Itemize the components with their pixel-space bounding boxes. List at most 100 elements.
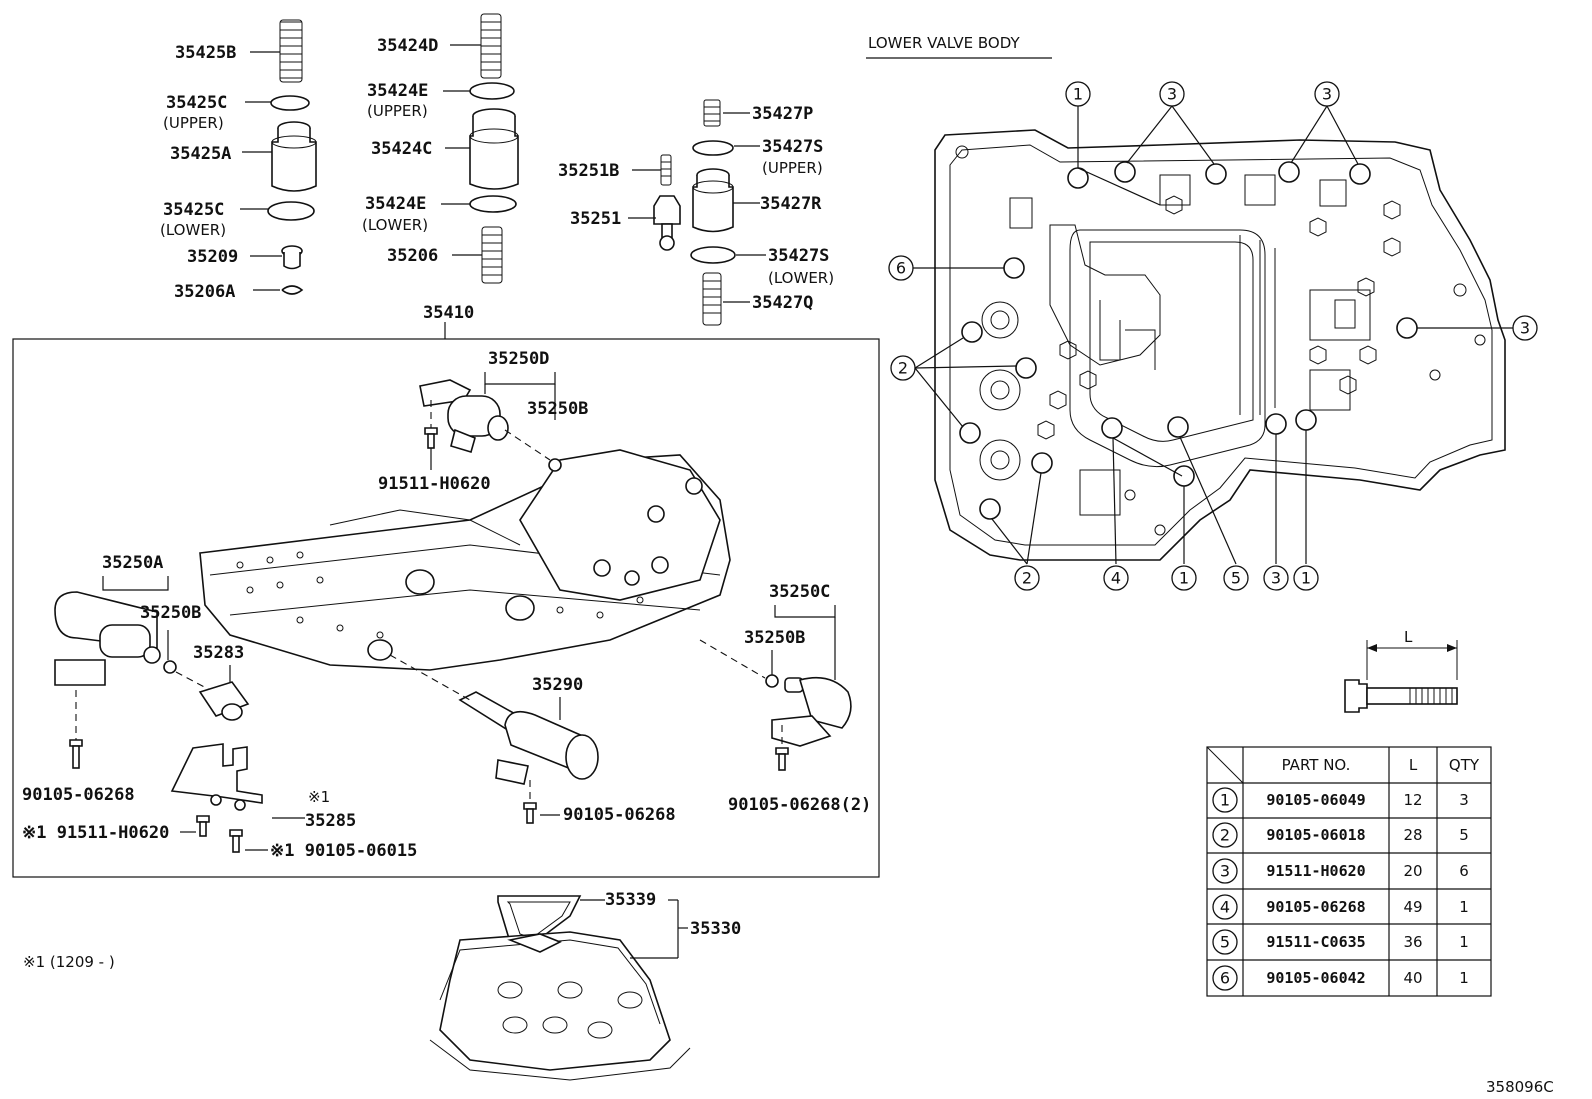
svg-text:90105-06042: 90105-06042 (1266, 969, 1365, 987)
spring-35251B (660, 154, 672, 186)
clip-35206A (281, 285, 304, 295)
valve-body-assembly (199, 449, 731, 671)
callout-bottom-4: 4 (1103, 565, 1129, 591)
svg-text:3: 3 (1322, 85, 1332, 104)
label-35424C: 35424C (371, 139, 432, 159)
valve-35251 (653, 195, 681, 251)
label-35425A: 35425A (170, 144, 231, 164)
spring-35427Q (702, 272, 722, 326)
bolt-90105-06268-b (523, 802, 537, 824)
label-35206: 35206 (387, 246, 438, 266)
label-35425C-upper: 35425C (166, 93, 227, 113)
bolt-90105-06268-c (775, 747, 789, 771)
callout-bottom-5: 5 (1223, 565, 1249, 591)
spring-35206 (481, 226, 503, 284)
label-35290: 35290 (532, 675, 583, 695)
o-ring-35427S-upper (692, 140, 734, 156)
svg-text:4: 4 (1220, 898, 1230, 917)
solenoid-35250C (771, 676, 852, 747)
spring-35427P (703, 99, 721, 127)
strainer-35330 (429, 931, 691, 1081)
svg-text:3: 3 (1520, 319, 1530, 338)
note-35425C-lower: (LOWER) (160, 221, 226, 239)
svg-text:5: 5 (1459, 826, 1469, 844)
svg-text:2: 2 (1022, 569, 1032, 588)
svg-text:1: 1 (1459, 969, 1469, 987)
label-35339: 35339 (605, 890, 656, 910)
label-35410: 35410 (423, 303, 474, 323)
bolt-91511-H0620-b (196, 815, 210, 837)
sleeve-35425A (271, 121, 317, 192)
part-group-35424: 35424D 35424E (UPPER) 35424C 35424E (LOW… (362, 13, 519, 284)
table-header-l: L (1409, 756, 1418, 774)
callout-bottom-1a: 1 (1171, 565, 1197, 591)
label-35251: 35251 (570, 209, 621, 229)
table-row: 5 91511-C0635 36 1 (1212, 929, 1469, 955)
callout-top-3b: 3 (1314, 81, 1340, 107)
svg-text:1: 1 (1301, 569, 1311, 588)
solenoid-35250D (419, 379, 509, 453)
svg-text:90105-06268: 90105-06268 (1266, 898, 1365, 916)
svg-text:2: 2 (1220, 826, 1230, 845)
table-row: 4 90105-06268 49 1 (1212, 894, 1469, 920)
note-35425C-upper: (UPPER) (163, 114, 224, 132)
table-row: 6 90105-06042 40 1 (1212, 965, 1469, 991)
label-35427Q: 35427Q (752, 293, 813, 313)
table-row: 3 91511-H0620 20 6 (1212, 858, 1469, 884)
label-35427P: 35427P (752, 104, 813, 124)
svg-text:91511-C0635: 91511-C0635 (1266, 933, 1365, 951)
label-90105-06015: ※1 90105-06015 (270, 841, 417, 861)
label-91511-H0620-2: ※1 91511-H0620 (22, 823, 169, 843)
plug-35209 (281, 245, 303, 270)
table-header-qty: QTY (1449, 756, 1480, 774)
svg-text:5: 5 (1231, 569, 1241, 588)
svg-text:6: 6 (896, 259, 906, 278)
label-35250C: 35250C (769, 582, 830, 602)
solenoid-35250A (54, 591, 161, 686)
label-90105-06268-3: 90105-06268(2) (728, 795, 871, 815)
label-35330: 35330 (690, 919, 741, 939)
label-35285: 35285 (305, 811, 356, 831)
note-35427S-lower: (LOWER) (768, 269, 834, 287)
sleeve-35427R (692, 168, 734, 233)
label-91511-H0620-1: 91511-H0620 (378, 474, 491, 494)
bracket-35285 (170, 743, 263, 811)
svg-text:2: 2 (898, 359, 908, 378)
diagram-id: 358096C (1486, 1078, 1554, 1096)
label-35424D: 35424D (377, 36, 438, 56)
mark-35285: ※1 (308, 788, 330, 806)
label-35250D: 35250D (488, 349, 549, 369)
callout-top-1: 1 (1065, 81, 1091, 107)
svg-text:1: 1 (1459, 933, 1469, 951)
svg-text:3: 3 (1220, 862, 1230, 881)
svg-text:1: 1 (1179, 569, 1189, 588)
svg-text:36: 36 (1403, 933, 1422, 951)
callout-top-3a: 3 (1159, 81, 1185, 107)
spring-35425B (279, 19, 303, 83)
label-35425B: 35425B (175, 43, 236, 63)
part-group-35251: 35251B 35251 (558, 154, 681, 251)
label-35427R: 35427R (760, 194, 822, 214)
label-35250B-2: 35250B (140, 603, 201, 623)
svg-text:20: 20 (1403, 862, 1422, 880)
bolt-91511-H0620-a (424, 427, 438, 449)
callout-leaders (913, 105, 1513, 565)
note-35427S-upper: (UPPER) (762, 159, 823, 177)
bolt-spec-table: PART NO. L QTY 1 90105-06049 12 3 2 9010… (1206, 746, 1492, 997)
footnote-date-range: ※1 (1209 - ) (23, 953, 115, 971)
callout-bottom-2: 2 (1014, 565, 1040, 591)
callout-left-2: 2 (890, 355, 916, 381)
svg-text:90105-06018: 90105-06018 (1266, 826, 1365, 844)
label-90105-06268-1: 90105-06268 (22, 785, 135, 805)
svg-text:91511-H0620: 91511-H0620 (1266, 862, 1365, 880)
callout-bottom-3: 3 (1263, 565, 1289, 591)
bolt-length-diagram: L (1344, 628, 1458, 713)
section-title: LOWER VALVE BODY (868, 34, 1020, 52)
label-35283: 35283 (193, 643, 244, 663)
o-ring-35424E-upper (469, 82, 515, 100)
spring-35424D (480, 13, 502, 79)
svg-text:3: 3 (1167, 85, 1177, 104)
lower-valve-body-housing (934, 129, 1506, 561)
label-35250B-3: 35250B (744, 628, 805, 648)
